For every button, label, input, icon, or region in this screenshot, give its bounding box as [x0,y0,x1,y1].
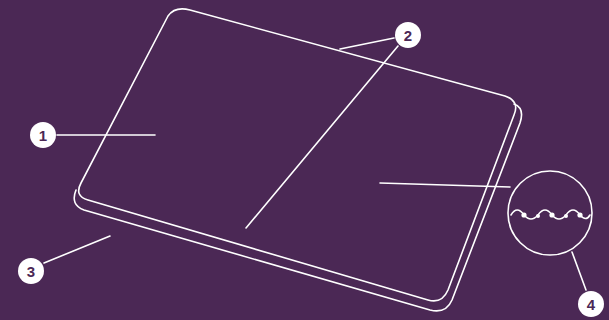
wave-dot [577,212,582,217]
leader-line [340,38,394,49]
magnifier-circle [508,171,592,255]
wave-detail [511,210,590,219]
wave-dot [536,214,540,218]
callout-number: 3 [18,258,44,284]
wave-dot [549,212,554,217]
leader-line [380,183,510,187]
wave-dot [521,212,526,217]
leader-line [57,134,155,136]
callout-number: 1 [30,122,56,148]
leader-line [44,236,110,263]
leader-line [572,252,586,290]
callout-number: 2 [395,22,421,48]
leader-line [246,46,398,228]
callout-number: 4 [578,291,604,317]
wave-dot [564,214,568,218]
pad-top-face [79,9,516,301]
